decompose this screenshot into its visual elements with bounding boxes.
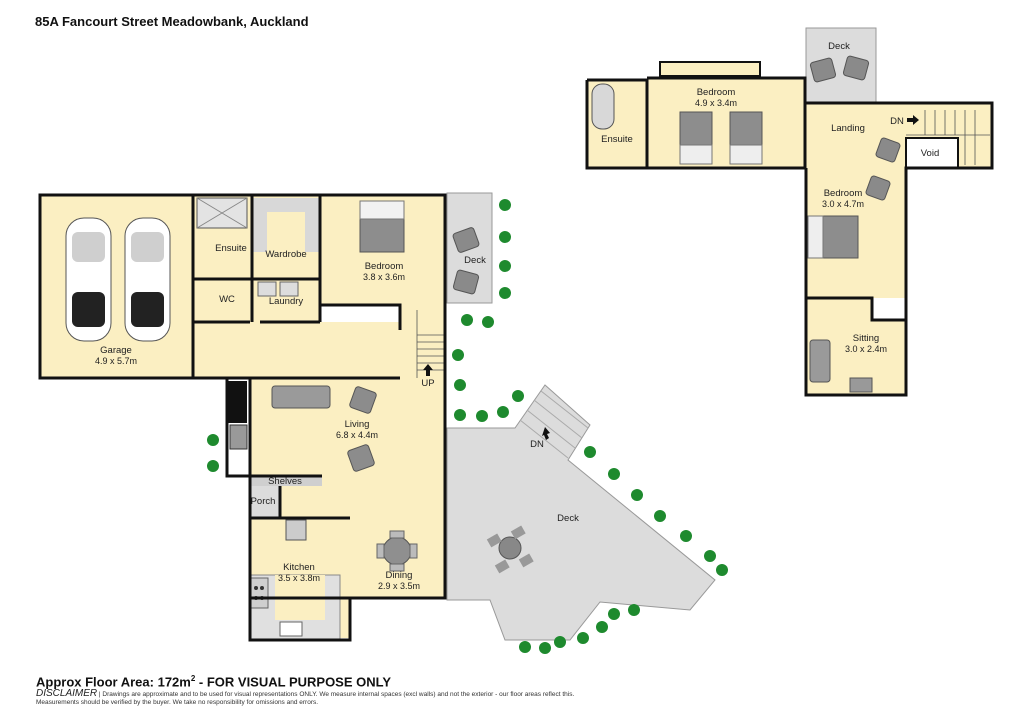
label-bedroom-lower-name: Bedroom [365,261,404,272]
label-bedroom-upper1-name: Bedroom [697,87,736,98]
landing-dn-arrow-icon [907,115,919,125]
label-laundry: Laundry [269,296,304,307]
dining-table [382,536,412,566]
disclaimer-text: | Drawings are approximate and to be use… [97,691,575,698]
label-wardrobe: Wardrobe [265,249,306,260]
label-porch: Porch [251,496,276,507]
label-kitchen-dims: 3.5 x 3.8m [278,573,320,583]
chair-living-1 [349,386,377,414]
disclaimer-text-2: Measurements should be verified by the b… [36,699,319,706]
bedroom-upper-1 [647,78,805,168]
label-shelves: Shelves [268,476,302,487]
label-deck-dn: DN [530,439,544,450]
label-ensuite-upper: Ensuite [601,134,633,145]
deck-steps [519,390,589,459]
label-landing-dn: DN [890,116,904,127]
label-deck-upper: Deck [828,41,850,52]
label-up: UP [421,378,434,389]
label-ensuite-lower: Ensuite [215,243,247,254]
wc [194,280,252,322]
disclaimer-label: DISCLAIMER [36,688,98,699]
label-kitchen-name: Kitchen [283,562,315,573]
car-2 [124,217,171,342]
label-deck-main: Deck [557,513,579,524]
dn-arrow-icon [542,427,550,440]
walls-lower [38,193,447,642]
label-bedroom-upper2-name: Bedroom [824,188,863,199]
walls-upper [585,76,994,397]
label-bedroom-upper2-dims: 3.0 x 4.7m [822,199,864,209]
label-garage-dims: 4.9 x 5.7m [95,356,137,366]
label-deck-small: Deck [464,255,486,266]
deck-table [498,536,522,560]
label-sitting-name: Sitting [853,333,879,344]
up-arrow-icon [423,364,433,376]
sofa-living [271,385,331,409]
trees [207,199,728,654]
label-living-name: Living [345,419,370,430]
label-living-dims: 6.8 x 4.4m [336,430,378,440]
floor-area-sup: 2 [190,674,196,683]
plan-title: 85A Fancourt Street Meadowbank, Auckland [35,14,309,29]
deck-main [446,384,716,641]
label-wc: WC [219,294,235,305]
disclaimer: DISCLAIMER | Drawings are approximate an… [36,688,736,707]
label-sitting-dims: 3.0 x 2.4m [845,344,887,354]
label-garage-name: Garage [100,345,132,356]
label-dining-dims: 2.9 x 3.5m [378,581,420,591]
floor-area-suffix: - FOR VISUAL PURPOSE ONLY [195,674,392,690]
label-void: Void [921,148,940,159]
label-landing: Landing [831,123,865,134]
floor-area: Approx Floor Area: 172m2 - FOR VISUAL PU… [36,674,391,689]
stairs-up [400,305,445,378]
label-dining-name: Dining [386,570,413,581]
label-bedroom-upper1-dims: 4.9 x 3.4m [695,98,737,108]
floor-area-text: Approx Floor Area: 172m [36,674,191,690]
porch [250,486,280,518]
shelves [250,476,322,486]
car-1 [65,217,112,342]
label-bedroom-lower-dims: 3.8 x 3.6m [363,272,405,282]
chair-living-2 [347,444,375,472]
